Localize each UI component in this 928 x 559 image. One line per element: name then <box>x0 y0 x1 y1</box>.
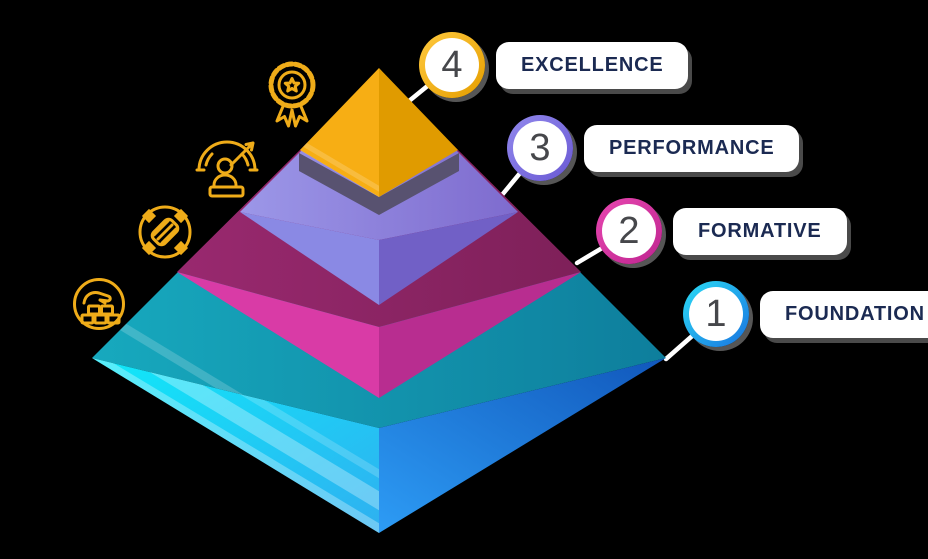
level-number: 4 <box>441 44 463 86</box>
handshake-icon <box>138 205 192 259</box>
award-ribbon-icon <box>268 61 316 128</box>
level-badge-performance: 3 PERFORMANCE <box>507 115 800 181</box>
foundation-blocks-icon <box>73 278 125 330</box>
level-number-circle-inner: 3 <box>513 121 567 175</box>
level-number: 3 <box>529 127 551 169</box>
performance-left-face <box>240 212 379 305</box>
foundation-left-face <box>92 358 379 533</box>
level-label-pill-formative: FORMATIVE <box>673 207 847 255</box>
level-number-circle-inner: 1 <box>689 287 743 341</box>
level-badge-foundation: 1 FOUNDATION <box>683 281 928 347</box>
formative-right-face <box>379 272 581 398</box>
level-number-circle-performance: 3 <box>507 115 573 181</box>
level-badge-formative: 2 FORMATIVE <box>596 198 847 264</box>
level-label: PERFORMANCE <box>609 136 775 159</box>
level-label: FOUNDATION <box>785 302 925 325</box>
level-number: 2 <box>618 210 640 252</box>
level-badge-excellence: 4 EXCELLENCE <box>419 32 689 98</box>
formative-left-face <box>177 272 379 398</box>
level-number-circle-excellence: 4 <box>419 32 485 98</box>
level-label-pill-performance: PERFORMANCE <box>584 124 800 172</box>
excellence-shadow-plate <box>299 153 459 215</box>
level-label-pill-excellence: EXCELLENCE <box>496 41 689 89</box>
level-label: FORMATIVE <box>698 219 822 242</box>
level-number-circle-inner: 4 <box>425 38 479 92</box>
level-label: EXCELLENCE <box>521 53 664 76</box>
performance-right-face <box>379 212 518 305</box>
level-number-circle-foundation: 1 <box>683 281 749 347</box>
level-number: 1 <box>705 293 727 335</box>
level-label-pill-foundation: FOUNDATION <box>760 290 928 338</box>
foundation-right-face <box>379 358 666 533</box>
level-number-circle-inner: 2 <box>602 204 656 258</box>
excellence-left-face <box>300 68 379 197</box>
excellence-right-face <box>379 68 458 197</box>
performance-gauge-icon <box>195 140 259 198</box>
level-number-circle-formative: 2 <box>596 198 662 264</box>
